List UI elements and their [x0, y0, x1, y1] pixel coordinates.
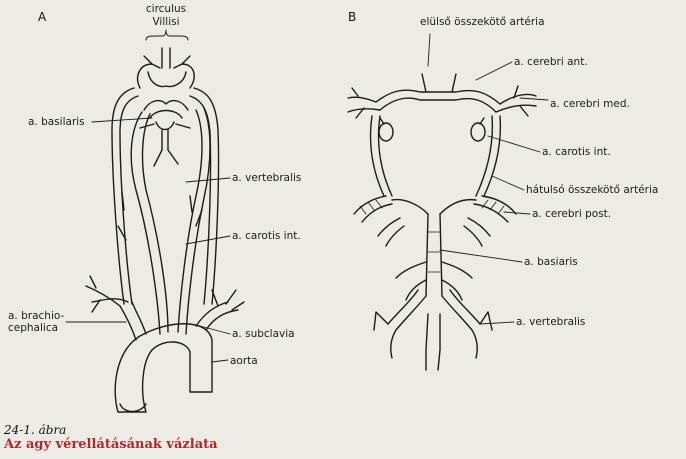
right-subclavian-branches — [89, 275, 101, 313]
label-aorta: aorta — [230, 355, 258, 367]
leader-subclavia — [199, 325, 231, 335]
leader-acomm — [427, 33, 431, 67]
left-ica-stump — [378, 122, 394, 142]
left-vertebral-b — [387, 289, 427, 359]
label-vertebralis-a: a. vertebralis — [232, 172, 302, 184]
ica-stems — [379, 117, 485, 125]
label-subclavia: a. subclavia — [232, 328, 295, 340]
label-circulus-2: Villisi — [152, 16, 180, 28]
mca-branches — [351, 85, 529, 119]
right-branch — [117, 191, 127, 241]
right-subclavian — [85, 285, 129, 307]
label-vertebralis-b: a. vertebralis — [516, 316, 586, 328]
label-cerebri-post: a. cerebri post. — [532, 208, 612, 220]
left-vertebral — [189, 87, 220, 305]
leader-vertebralis-b — [479, 321, 515, 325]
circulus-brace — [145, 29, 189, 41]
leader-carotis-a — [185, 235, 231, 245]
left-carotid — [177, 107, 211, 335]
leader-cerebri-med — [519, 97, 549, 101]
right-vertebral-b — [441, 289, 481, 359]
leader-cerebri-ant — [475, 61, 513, 81]
leader-basiaris — [439, 249, 523, 263]
figure-title: Az agy vérellátásának vázlata — [4, 437, 218, 452]
leader-vertebralis-a — [185, 177, 231, 183]
figure-number: 24-1. ábra — [4, 423, 67, 437]
label-brachio-1: a. brachio- — [8, 310, 65, 322]
leader-cerebri-post — [503, 211, 531, 215]
aorta-tip — [119, 403, 147, 413]
label-carotis-b: a. carotis int. — [542, 146, 611, 158]
label-cerebri-med: a. cerebri med. — [550, 98, 630, 110]
pca-hatch — [359, 199, 505, 215]
right-pca — [473, 195, 517, 223]
aorta-arch — [114, 323, 213, 413]
label-cerebri-ant: a. cerebri ant. — [514, 56, 588, 68]
label-carotis-a: a. carotis int. — [232, 230, 301, 242]
left-pcomm — [369, 115, 393, 197]
label-acomm: elülső összekötő artéria — [420, 16, 545, 28]
right-pcomm — [475, 115, 502, 197]
label-basilaris: a. basilaris — [28, 116, 85, 128]
left-mca — [347, 96, 381, 113]
right-mca — [495, 93, 537, 113]
circle-of-willis — [136, 47, 195, 89]
aica-branches — [395, 261, 473, 301]
right-carotid — [130, 111, 169, 335]
leader-pcomm — [491, 175, 525, 191]
right-ica-stump — [470, 122, 486, 142]
scs-branches — [377, 217, 491, 247]
right-vertebral — [111, 87, 139, 305]
basilar-top — [391, 198, 477, 215]
basilar-artery — [425, 213, 443, 297]
anterior-cerebral — [375, 89, 501, 113]
label-brachio-2: cephalica — [8, 322, 59, 334]
label-basiaris: a. basiaris — [524, 256, 578, 268]
anterior-spinal — [425, 313, 441, 371]
label-pcomm: hátulsó összekötő artéria — [526, 184, 659, 196]
vertebral-stubs — [373, 311, 493, 331]
panel-b-letter: B — [348, 10, 357, 24]
basilar-complex — [139, 99, 191, 167]
leader-basilaris — [91, 117, 153, 123]
acomm-stubs — [421, 73, 457, 93]
panel-a-letter: A — [38, 10, 47, 24]
left-subclavian — [195, 301, 239, 331]
left-branch — [189, 195, 203, 227]
label-circulus-1: circulus — [145, 3, 187, 15]
basilar-hatch — [427, 231, 441, 273]
leader-carotis-b — [487, 135, 541, 153]
brachiocephalic-trunk — [119, 301, 147, 341]
leader-aorta — [211, 359, 229, 363]
